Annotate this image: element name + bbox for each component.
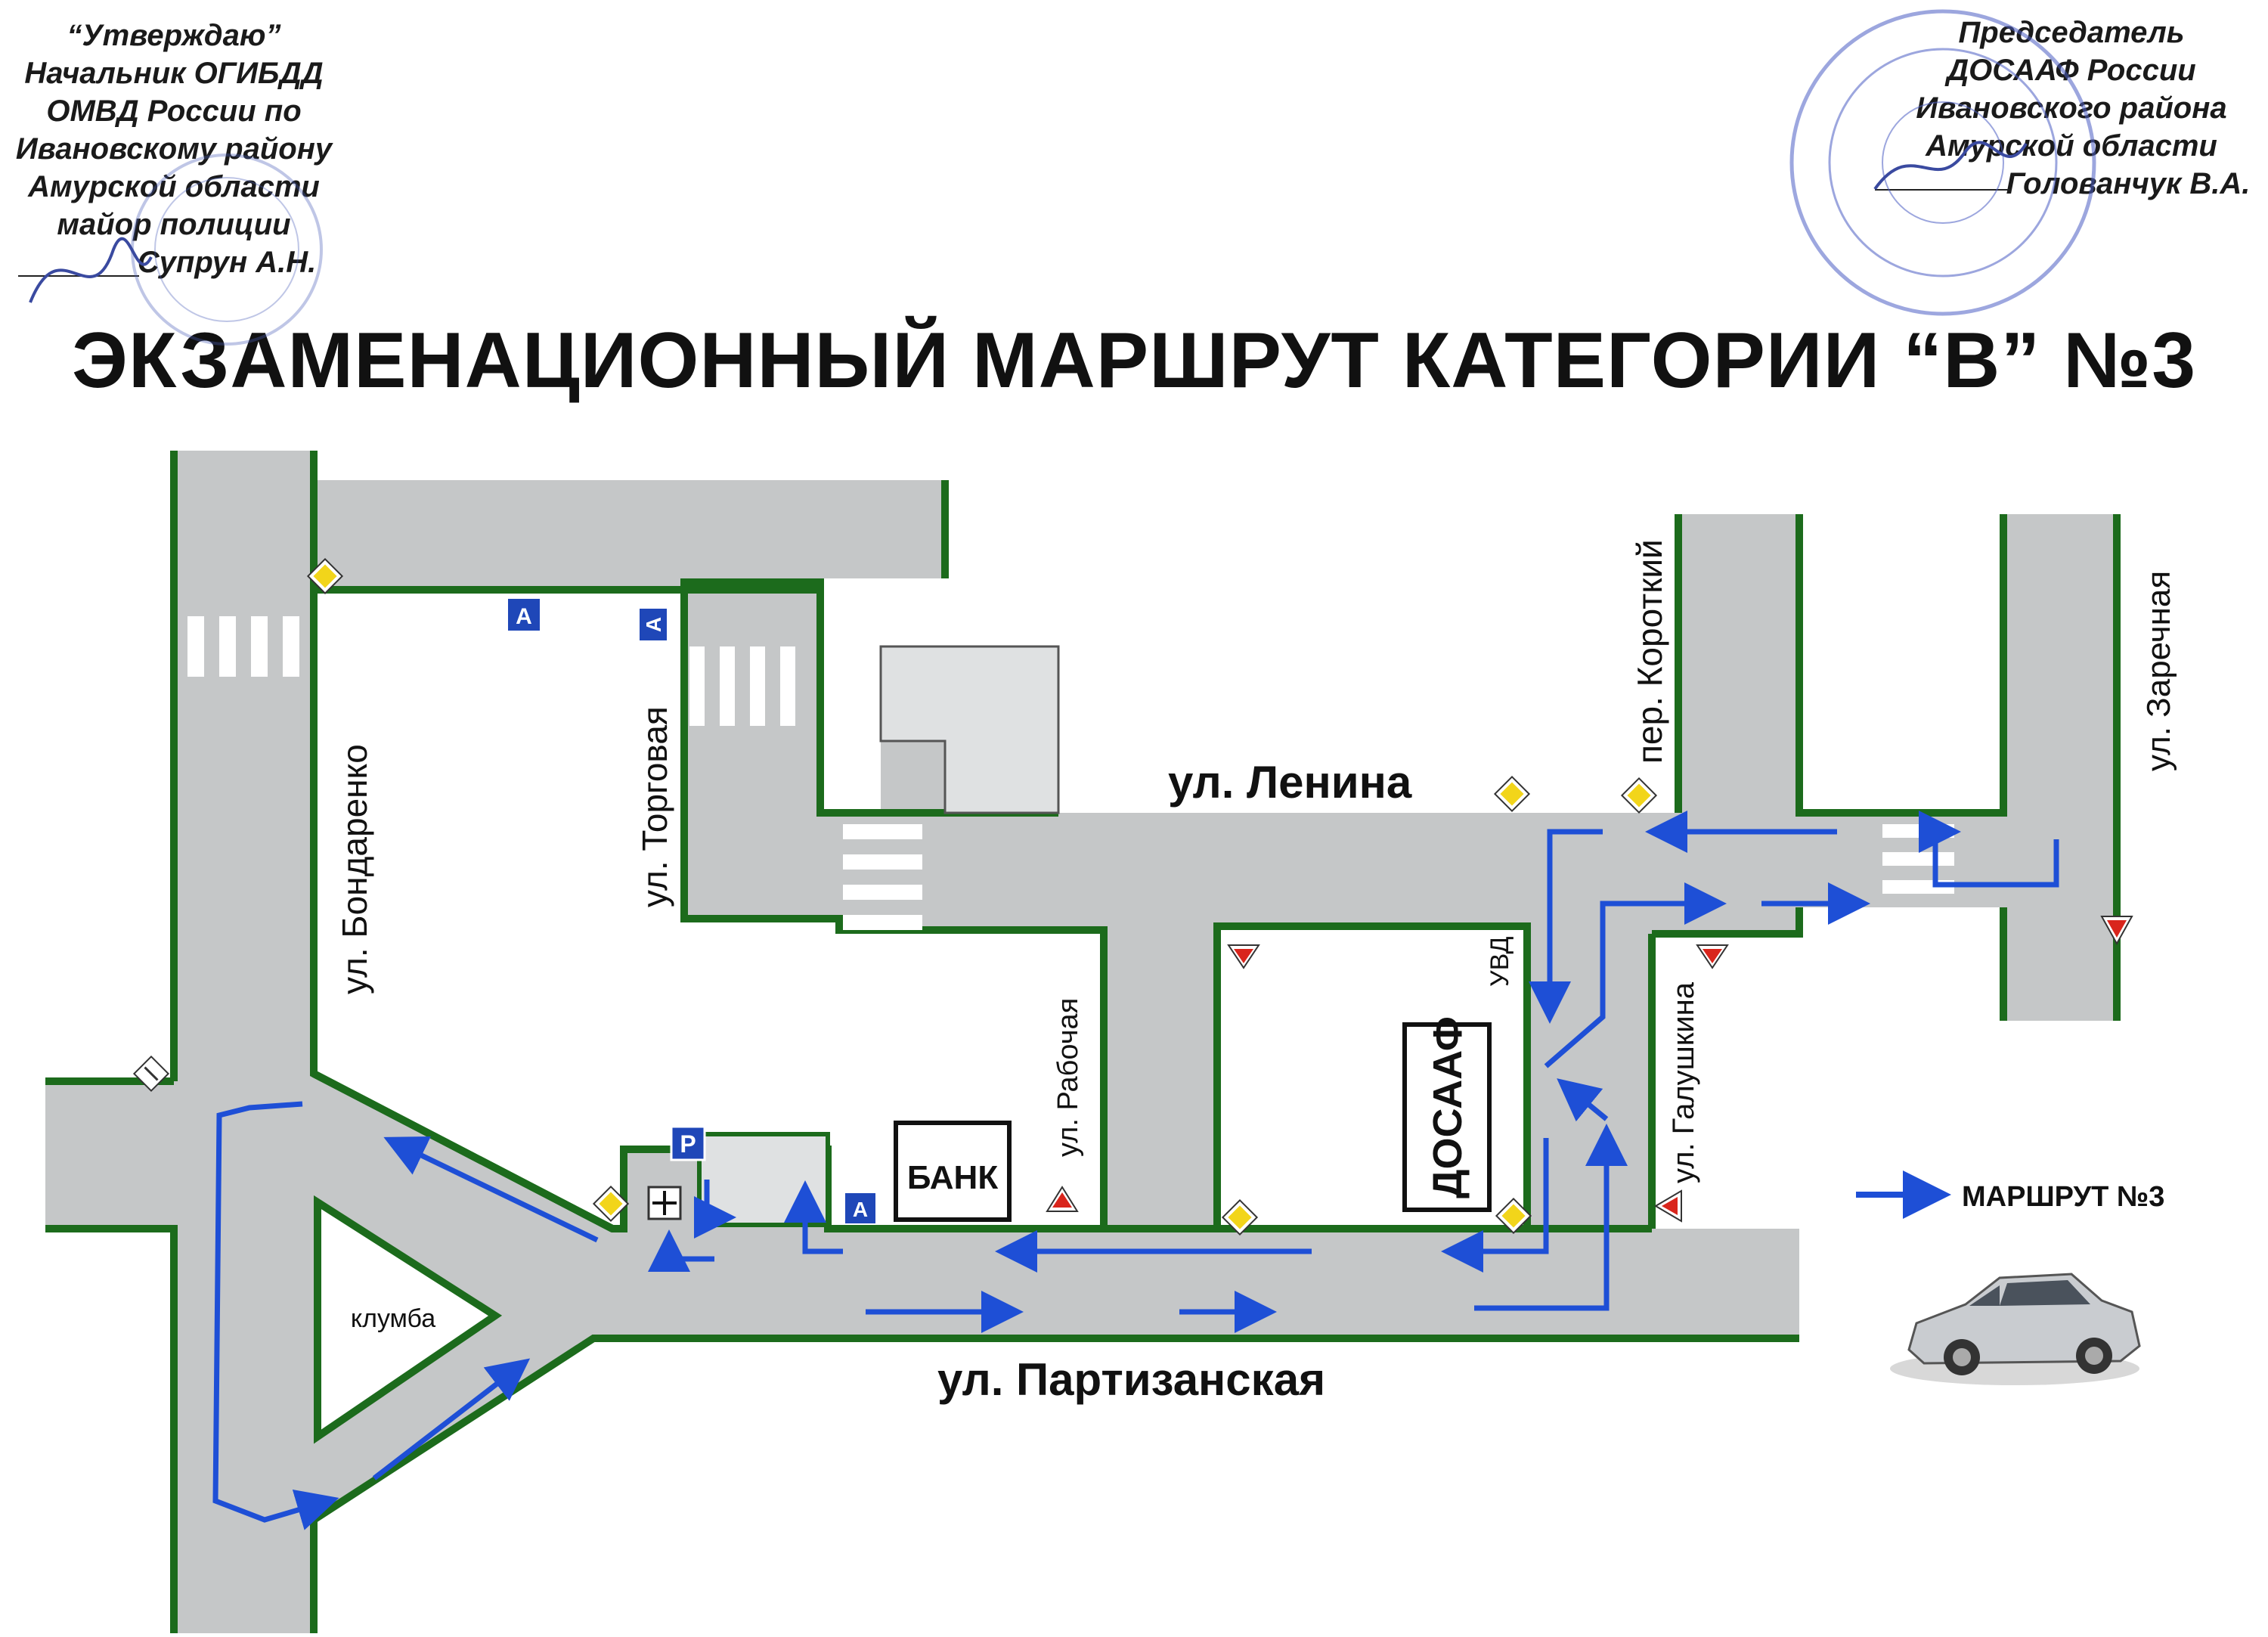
route-arrow (1919, 811, 2059, 888)
crosswalk-stripe (843, 915, 922, 930)
signature-line (1875, 189, 2011, 191)
bus-stop-sign-letter: А (516, 604, 532, 629)
yield-sign (1696, 944, 1729, 969)
intersection-sign (647, 1186, 682, 1220)
route-arrow (372, 1358, 531, 1480)
street-label-partizanskaya: ул. Партизанская (937, 1354, 1325, 1405)
route-arrow (212, 1101, 339, 1530)
bus-stop-sign-letter: А (853, 1198, 868, 1221)
route-arrow (1474, 1124, 1628, 1311)
car-image (1890, 1273, 2141, 1385)
approval-block-left: “Утверждаю” Начальник ОГИБДД ОМВД России… (0, 17, 348, 281)
route-arrow (694, 1180, 736, 1239)
bus-stop-sign (845, 1193, 875, 1223)
crosswalk-stripe (219, 616, 236, 677)
end-of-priority-road-sign (132, 1055, 170, 1093)
bus-stop-signs: А А А (508, 599, 875, 1223)
crosswalks (187, 616, 1954, 930)
yield-sign (2100, 916, 2133, 946)
building-label-uvd: УВД (1486, 936, 1514, 987)
priority-road-sign (1495, 1197, 1532, 1235)
street-label-torgovaya: ул. Торговая (635, 706, 674, 907)
route-arrow (1544, 882, 1727, 1068)
crosswalk-stripe (689, 646, 705, 726)
approval-line: майор полиции (57, 208, 291, 241)
route-arrow (1529, 829, 1603, 1024)
map-legend: МАРШРУТ №3 (1856, 1170, 2164, 1219)
crosswalk-stripe (187, 616, 204, 677)
official-stamp-left (131, 153, 323, 346)
street-label-bondarenko: ул. Бондаренко (335, 744, 374, 994)
route-arrow (1557, 1078, 1609, 1122)
street-label-lenina: ул. Ленина (1168, 757, 1412, 808)
street-label-zarechnaya: ул. Заречная (2140, 571, 2177, 771)
approval-line: ОМВД России по (46, 95, 302, 128)
crosswalk-stripe (843, 885, 922, 900)
crosswalk-stripe (780, 646, 795, 726)
legend-label: МАРШРУТ №3 (1962, 1181, 2164, 1213)
crosswalk-stripe (283, 616, 299, 677)
bank-building (894, 1121, 1012, 1222)
crosswalk-stripe (750, 646, 765, 726)
route-arrows (212, 811, 2059, 1530)
route-arrow (383, 1136, 599, 1243)
route-arrow (784, 1180, 843, 1254)
priority-road-sign (592, 1185, 630, 1223)
route-arrow (648, 1229, 714, 1272)
parking-sign-letter: Р (680, 1130, 696, 1158)
yield-sign (1654, 1189, 1682, 1223)
warning-signs (1046, 916, 2133, 1223)
bus-stop-sign-letter: А (642, 617, 665, 632)
bus-stop-sign (640, 609, 667, 640)
approval-signature: Голованчук В.А. (2006, 167, 2251, 200)
approval-line: “Утверждаю” (67, 19, 281, 52)
flowerbed-label: клумба (351, 1304, 435, 1333)
crosswalk-stripe (843, 824, 922, 839)
official-stamp-right (1789, 9, 2096, 316)
signature-scribble-right (1873, 141, 2028, 191)
approval-line: Амурской области (28, 170, 320, 203)
priority-road-sign (1221, 1198, 1259, 1236)
crosswalk-stripe (251, 616, 268, 677)
warning-sign (1046, 1186, 1079, 1212)
crosswalk-stripe (843, 854, 922, 870)
bus-stop-sign (508, 599, 540, 631)
priority-road-signs (132, 557, 1658, 1236)
priority-road-sign (1493, 775, 1531, 813)
crosswalk-stripe (720, 646, 735, 726)
priority-road-sign (306, 557, 344, 595)
approval-line: Ивановскому району (15, 132, 333, 166)
street-label-korotkiy: пер. Короткий (1630, 539, 1669, 764)
crosswalk-stripe (1882, 852, 1954, 866)
page-title: ЭКЗАМЕНАЦИОННЫЙ МАРШРУТ КАТЕГОРИИ “В” №3 (71, 317, 2197, 405)
street-label-galushkina: ул. Галушкина (1667, 981, 1700, 1183)
building-label-bank: БАНК (907, 1159, 999, 1196)
approval-line: Амурской области (1926, 129, 2217, 163)
dosaaf-building (1402, 1022, 1492, 1212)
building-label-dosaaf: ДОСААФ (1425, 1016, 1470, 1198)
signature-scribble-left (29, 237, 153, 303)
approval-signature: Супрун А.Н. (137, 246, 317, 279)
priority-road-sign (1620, 777, 1658, 814)
yield-sign (1227, 944, 1260, 969)
street-label-rabochaya: ул. Рабочая (1052, 998, 1084, 1157)
approval-line: Начальник ОГИБДД (24, 57, 324, 90)
route-arrow (1441, 1138, 1549, 1273)
parking-sign (670, 1125, 706, 1161)
